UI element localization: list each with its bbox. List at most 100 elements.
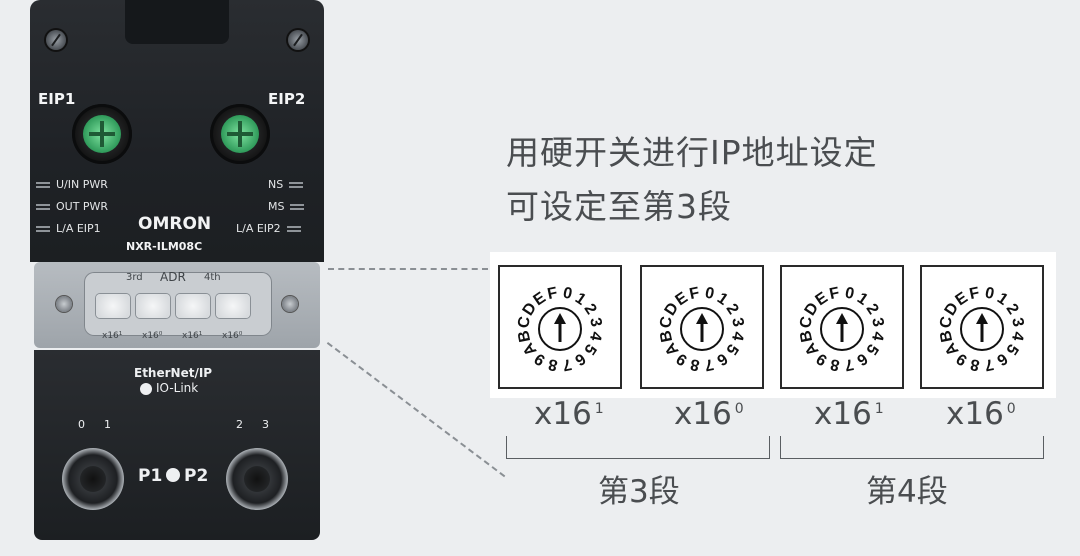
- headline-line-2: 可设定至第3段: [506, 187, 732, 226]
- port-p2-connector[interactable]: [226, 448, 288, 510]
- port-label-eip2: EIP2: [268, 90, 306, 108]
- dial-position-label: C: [515, 315, 534, 330]
- segment-label-4th: 第4段: [866, 474, 948, 510]
- led-indicator-icon: [289, 181, 304, 188]
- dial-knob: [680, 307, 724, 351]
- model-name: NXR-ILM08C: [126, 240, 203, 253]
- screw-icon: [46, 30, 66, 50]
- dial-position-label: B: [797, 329, 816, 344]
- led-indicator-icon: [36, 181, 50, 188]
- eip1-ethernet-connector[interactable]: [72, 104, 132, 164]
- io-link-logo-icon: [166, 468, 180, 482]
- led-ms: MS: [268, 200, 305, 213]
- dial-position-label: 6: [853, 349, 870, 368]
- dial-position-label: F: [968, 284, 981, 303]
- callout-line-top: [328, 268, 488, 270]
- led-u-in-pwr: U/IN PWR: [36, 178, 108, 191]
- dial-position-label: 2: [723, 301, 742, 318]
- pin-number: 0: [78, 418, 85, 431]
- screw-icon: [56, 296, 72, 312]
- dial-knob: [538, 307, 582, 351]
- dial-position-label: 3: [586, 316, 604, 328]
- dial-knob: [820, 307, 864, 351]
- dial-position-label: 7: [843, 355, 855, 373]
- dial-position-label: 3: [728, 316, 746, 328]
- dial-position-label: 2: [863, 301, 882, 318]
- dial-position-label: 4: [728, 330, 746, 342]
- pin-number: 3: [262, 418, 269, 431]
- dial-position-label: B: [515, 329, 534, 344]
- dial-position-label: 2: [1003, 301, 1022, 318]
- port-label-p1: P1: [138, 466, 163, 486]
- screw-icon: [282, 296, 298, 312]
- address-switch-window: 3rd ADR 4th x16¹ x16⁰ x16¹ x16⁰: [34, 262, 320, 348]
- dial-knob: [960, 307, 1004, 351]
- network-label-iolink: IO-Link: [156, 381, 199, 395]
- dial-position-label: 0: [983, 285, 995, 303]
- dial-position-label: C: [797, 315, 816, 330]
- arrow-up-icon: [554, 313, 566, 324]
- led-label: U/IN PWR: [56, 178, 108, 191]
- io-link-logo-icon: [140, 383, 152, 395]
- port-label-eip1: EIP1: [38, 90, 76, 108]
- connector-icon: [83, 115, 121, 153]
- led-ns: NS: [268, 178, 304, 191]
- dial-position-label: B: [657, 329, 676, 344]
- dial-position-label: B: [937, 329, 956, 344]
- port-p1-connector[interactable]: [62, 448, 124, 510]
- dial-position-label: 7: [561, 355, 573, 373]
- led-indicator-icon: [286, 225, 301, 232]
- adr-label-4th: 4th: [204, 272, 221, 283]
- network-label-ethernet: EtherNet/IP: [134, 366, 213, 380]
- led-out-pwr: OUT PWR: [36, 200, 108, 213]
- dial-position-label: F: [546, 284, 559, 303]
- eip2-ethernet-connector[interactable]: [210, 104, 270, 164]
- dial-position-label: 8: [829, 355, 841, 373]
- headline-line-1: 用硬开关进行IP地址设定: [506, 133, 878, 172]
- dial-position-label: 7: [983, 355, 995, 373]
- pin-number: 1: [104, 418, 111, 431]
- led-indicator-icon: [36, 203, 50, 210]
- mini-rotary-switch[interactable]: [96, 294, 130, 318]
- dial-position-label: 4: [868, 330, 886, 342]
- screw-icon: [288, 30, 308, 50]
- mini-multiplier: x16⁰: [222, 331, 243, 341]
- mounting-tab: [125, 0, 229, 44]
- led-label: NS: [268, 178, 284, 191]
- segment-label-3rd: 第3段: [598, 474, 680, 510]
- led-la-eip2: L/A EIP2: [236, 222, 301, 235]
- brand-logo: OMRON: [138, 214, 212, 234]
- connector-icon: [221, 115, 259, 153]
- mini-rotary-switch[interactable]: [216, 294, 250, 318]
- arrow-up-icon: [696, 313, 708, 324]
- dial-position-label: 8: [689, 355, 701, 373]
- dial-position-label: 0: [561, 285, 573, 303]
- adr-label: ADR: [160, 270, 186, 284]
- led-indicator-icon: [290, 203, 305, 210]
- bracket-3rd-segment: [506, 436, 770, 459]
- bracket-4th-segment: [780, 436, 1044, 459]
- mini-rotary-switch[interactable]: [176, 294, 210, 318]
- dial-position-label: C: [937, 315, 956, 330]
- led-label: MS: [268, 200, 285, 213]
- adr-label-3rd: 3rd: [126, 272, 143, 283]
- mini-multiplier: x16⁰: [142, 331, 163, 341]
- dial-position-label: 4: [1008, 330, 1026, 342]
- dial-position-label: 6: [571, 349, 588, 368]
- mini-rotary-switch[interactable]: [136, 294, 170, 318]
- port-label-p2: P2: [184, 466, 209, 486]
- io-link-master-device: EIP1 EIP2 U/IN PWR OUT PWR L/A EIP1 NS M…: [30, 0, 324, 540]
- pin-number: 2: [236, 418, 243, 431]
- mini-multiplier: x16¹: [182, 331, 203, 341]
- dial-position-label: 4: [586, 330, 604, 342]
- led-label: L/A EIP2: [236, 222, 281, 235]
